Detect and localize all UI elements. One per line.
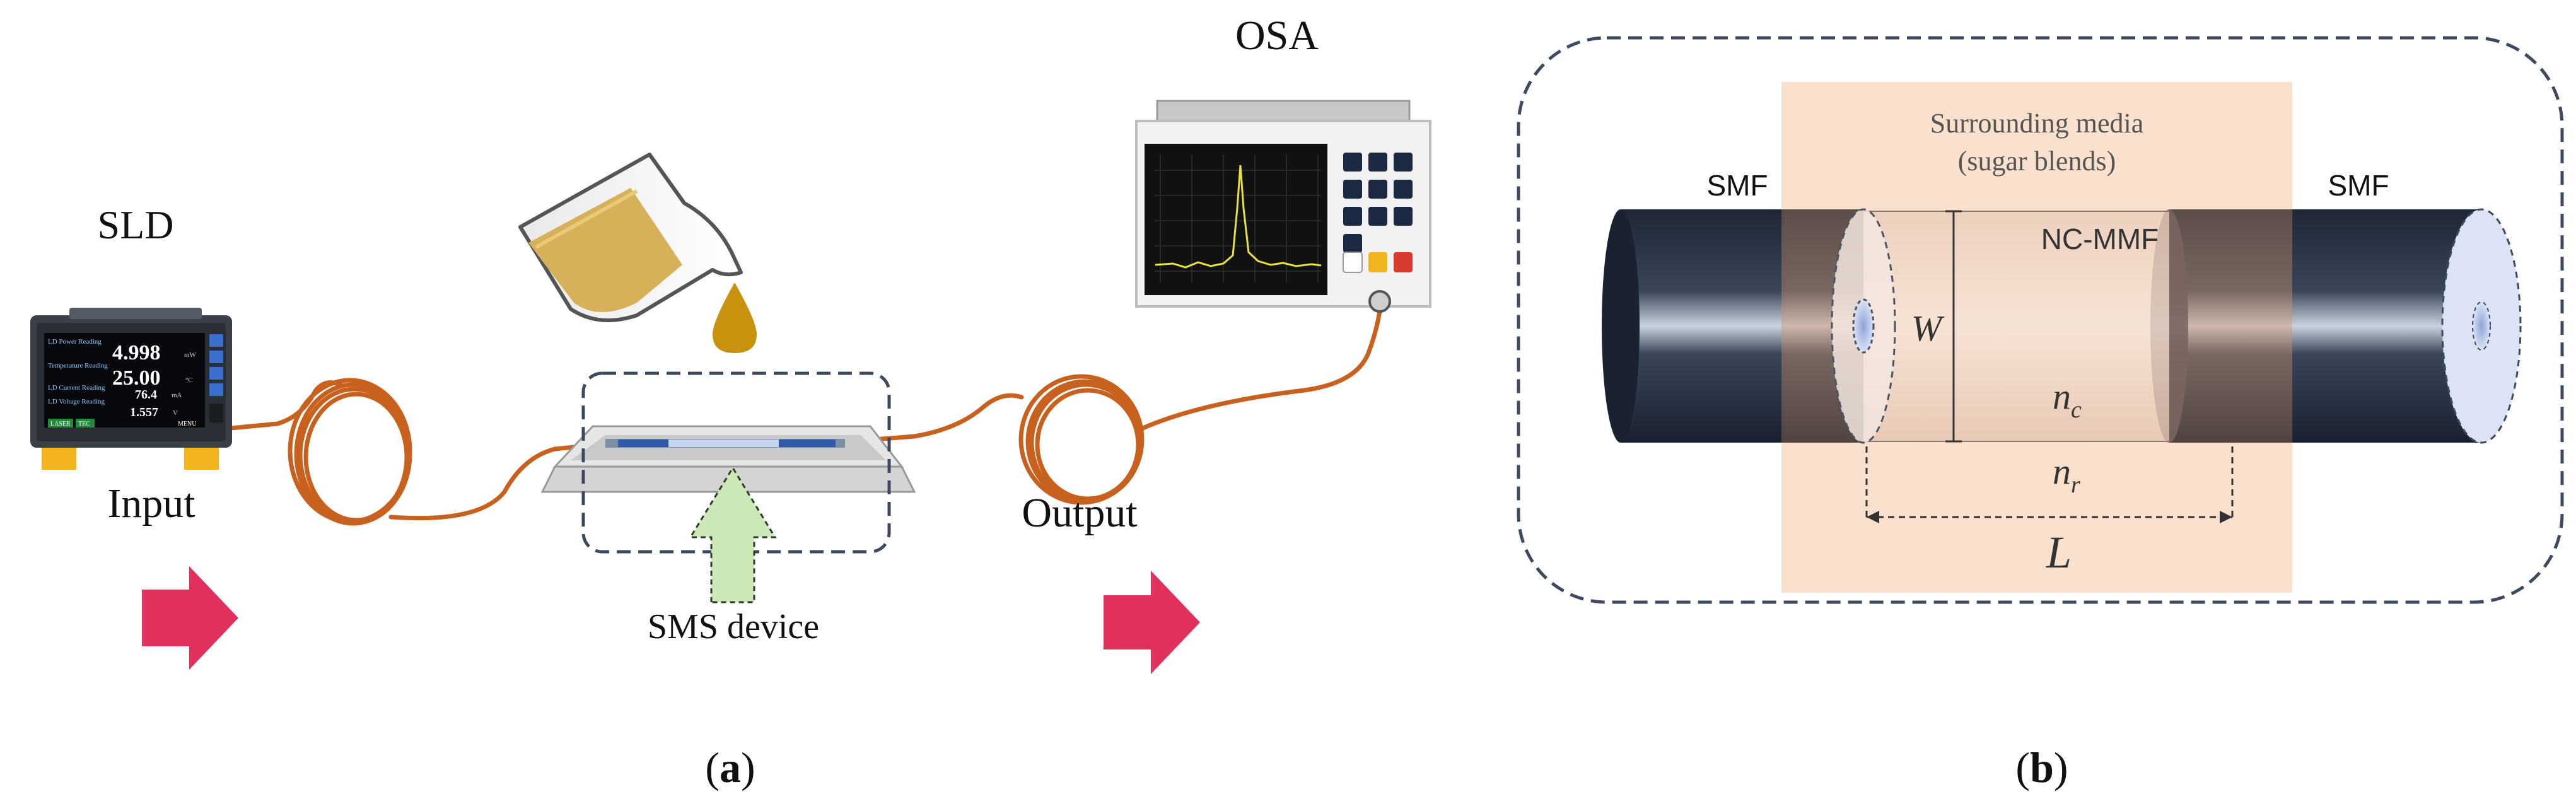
sld-tec-btn: TEC [78,421,90,428]
output-label: Output [1022,490,1137,536]
nc-mmf [1831,208,2169,444]
osa-spectrum [1155,165,1322,269]
nc-mmf-label: NC-MMF [2041,223,2159,255]
sms-pointer-arrow [689,466,777,603]
sld-row4-unit: V [173,409,178,417]
sld-row1-value: 4.998 [112,341,161,364]
sld-row2-value: 25.00 [112,366,161,390]
sugar-blends-label: (sugar blends) [1958,146,2116,177]
l-dimension [1865,446,2234,523]
input-arrow [142,566,238,670]
smf-left [1602,209,1785,443]
sld-row4-value: 1.557 [130,405,158,419]
input-label: Input [107,480,195,527]
output-arrow [1104,571,1200,674]
sld-row3-value: 76.4 [135,388,157,402]
panel-b-dashed-border [1517,36,2564,604]
nc-label: nc [2053,376,2082,423]
smf-left-label: SMF [1706,169,1768,202]
sld-laser-btn: LASER [50,421,71,428]
sld-row3-unit: mA [172,392,182,399]
sld-row2-title: Temperature Reading [48,362,108,370]
panel-b: Surrounding media (sugar blends) SMF SMF… [1517,36,2564,791]
sld-row4-title: LD Voltage Reading [48,398,105,405]
sugar-beaker [518,153,743,322]
sms-device-label: SMS device [648,607,819,646]
sugar-drop [713,282,757,353]
w-label: W [1911,308,1945,349]
sld-device: LD Power Reading Temperature Reading LD … [30,308,232,470]
sld-row1-unit: mW [184,351,197,359]
sld-row2-unit: °C [185,376,193,384]
osa-device [1135,100,1431,313]
osa-label: OSA [1235,13,1319,59]
smf-right-label: SMF [2328,169,2389,202]
surrounding-media-label: Surrounding media [1930,108,2144,139]
caption-b: (b) [2015,743,2068,791]
smf-right-endface [2441,208,2522,444]
sld-row3-title: LD Current Reading [48,384,105,392]
optical-fiber [221,300,1384,526]
l-label: L [2046,527,2072,578]
sld-label: SLD [98,202,174,247]
caption-a: (a) [705,743,755,791]
w-dimension [1945,210,1962,443]
nr-label: nr [2053,451,2080,498]
panel-a: LD Power Reading Temperature Reading LD … [30,13,1431,791]
sld-menu-btn: MENU [178,421,197,428]
sld-row1-title: LD Power Reading [48,338,102,346]
